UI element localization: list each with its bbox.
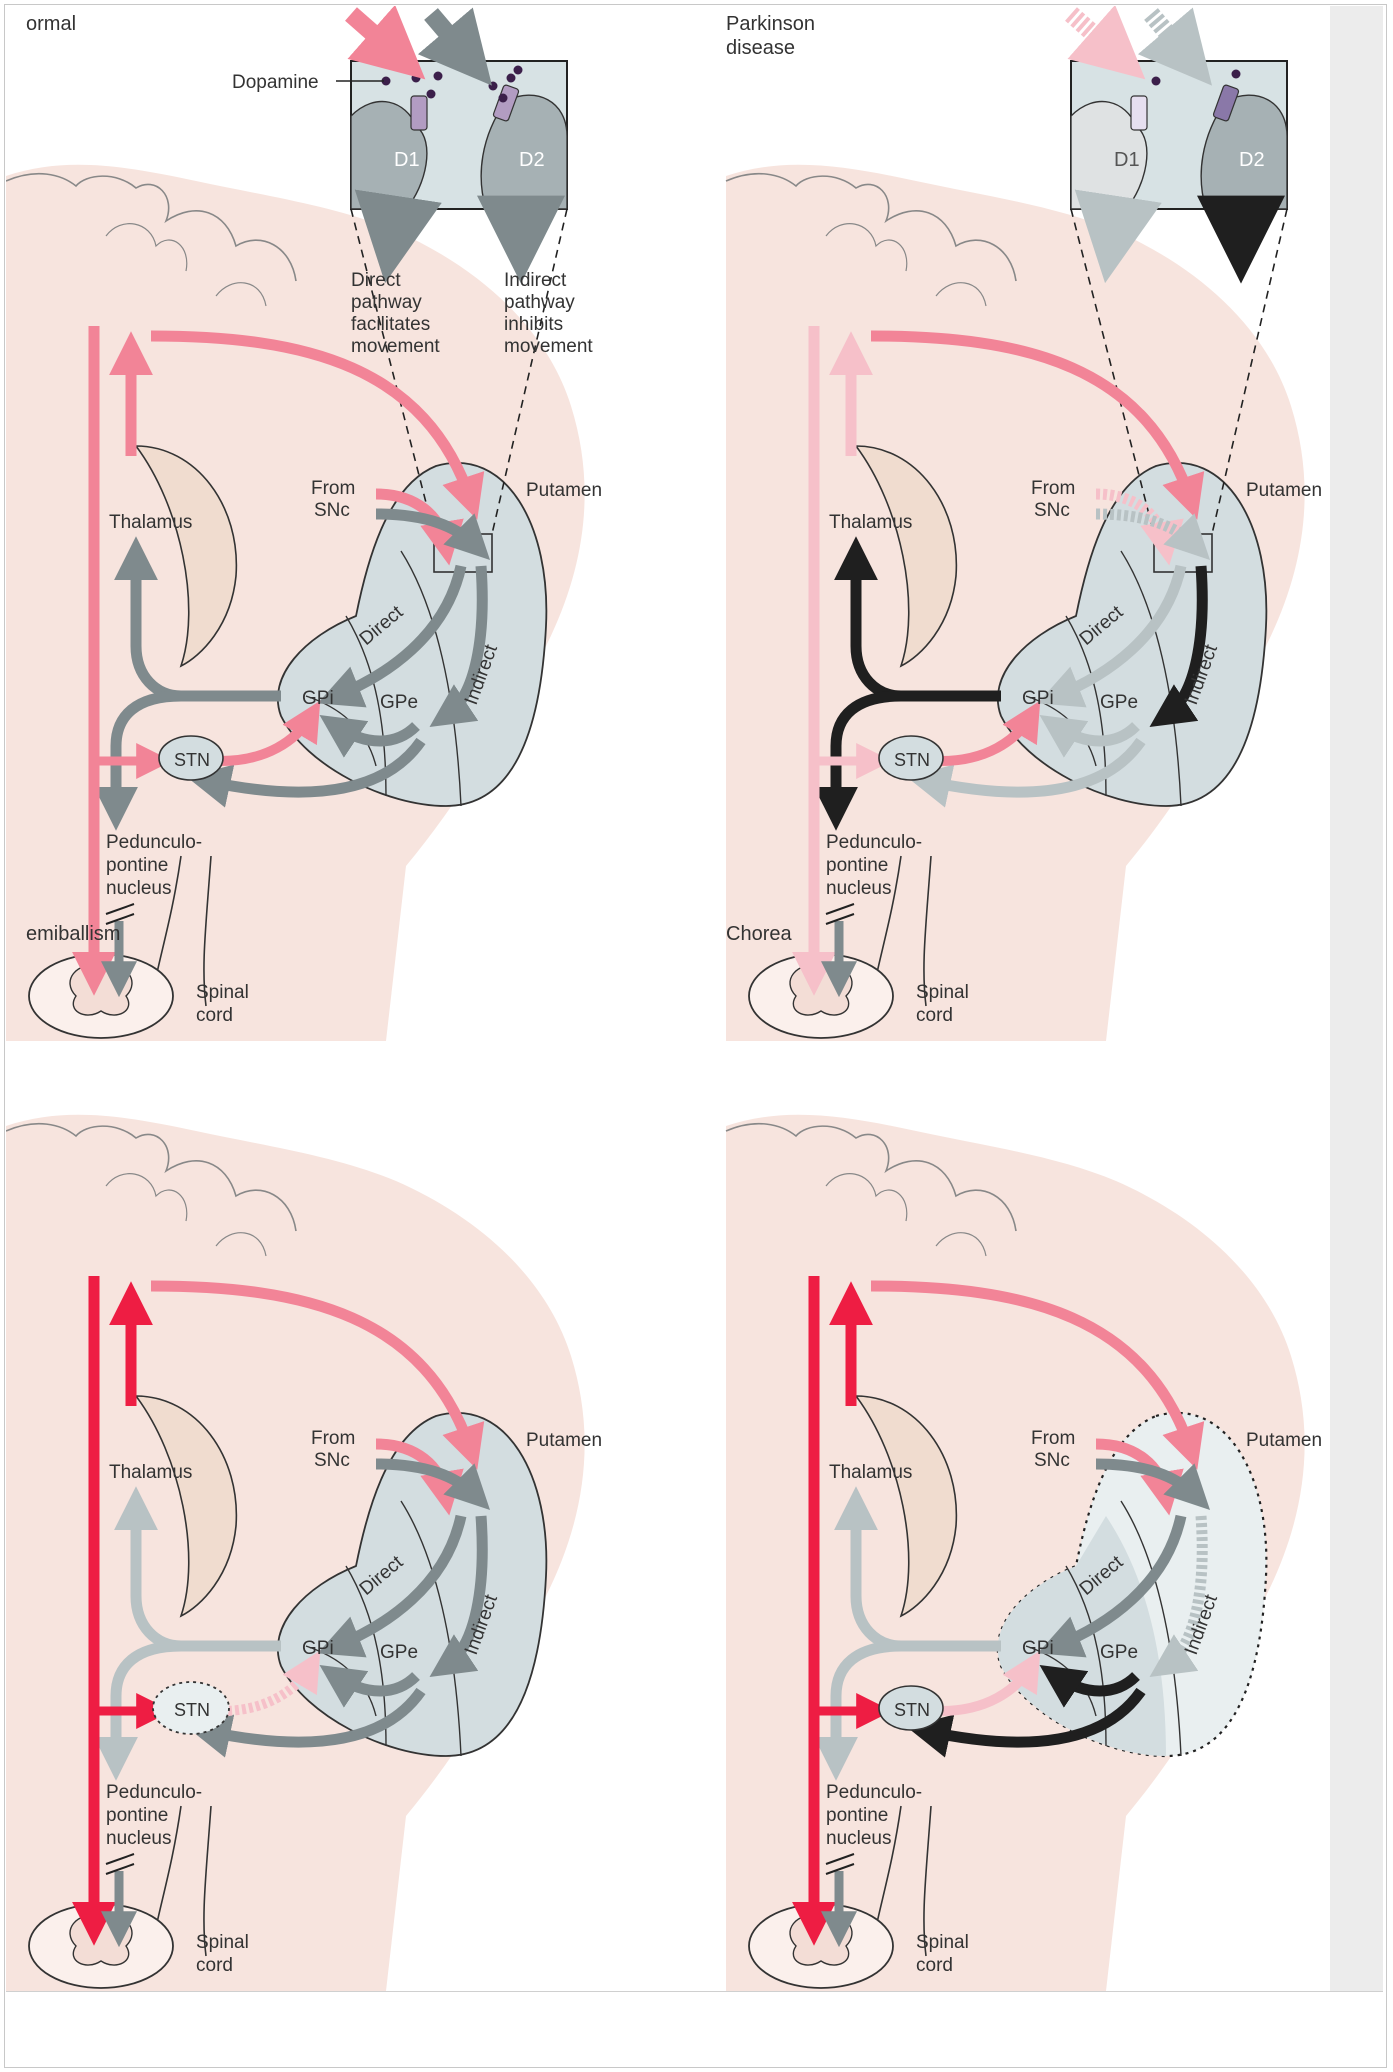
putamen-label-hb: Putamen xyxy=(526,1430,602,1451)
gpi-label: GPi xyxy=(302,688,334,709)
thalamus-label-ch: Thalamus xyxy=(829,1462,912,1483)
svg-text:pathway: pathway xyxy=(504,292,575,313)
svg-text:cord: cord xyxy=(916,1005,953,1026)
stn-label: STN xyxy=(174,750,210,770)
from-label-ch: From xyxy=(1031,1428,1075,1449)
svg-text:pontine: pontine xyxy=(826,855,888,876)
d1-label-pd: D1 xyxy=(1114,149,1140,171)
gpe-label-pd: GPe xyxy=(1100,692,1138,713)
from-label-pd: From xyxy=(1031,478,1075,499)
stn-label-pd: STN xyxy=(894,750,930,770)
stn-label-ch: STN xyxy=(894,1700,930,1720)
panel-title-hemiballism: emiballism xyxy=(26,923,120,945)
svg-text:pontine: pontine xyxy=(826,1805,888,1826)
snc-label-pd: SNc xyxy=(1034,500,1070,521)
gpe-label-ch: GPe xyxy=(1100,1642,1138,1663)
svg-text:nucleus: nucleus xyxy=(826,1828,892,1849)
snc-label-hb: SNc xyxy=(314,1450,350,1471)
right-gutter xyxy=(1330,6,1383,1991)
snc-label: SNc xyxy=(314,500,350,521)
svg-text:pontine: pontine xyxy=(106,855,168,876)
panel-hemiballism: emiballism Putamen From SNc Thalamus Dir… xyxy=(6,923,602,1991)
dopamine-label: Dopamine xyxy=(232,72,319,93)
gpi-label-ch: GPi xyxy=(1022,1638,1054,1659)
svg-text:cord: cord xyxy=(196,1005,233,1026)
basal-ganglia-figure: D1 D2 Dopamine Direct pathway facilitate… xyxy=(6,6,1330,1991)
svg-text:nucleus: nucleus xyxy=(106,878,172,899)
thalamus-label: Thalamus xyxy=(109,512,192,533)
panel-title-parkinson-2: disease xyxy=(726,37,795,59)
d1-label: D1 xyxy=(394,149,420,171)
putamen-label: Putamen xyxy=(526,480,602,501)
gpe-label-hb: GPe xyxy=(380,1642,418,1663)
d2-label-pd: D2 xyxy=(1239,149,1265,171)
svg-text:Pedunculo-: Pedunculo- xyxy=(826,1782,922,1803)
svg-text:Direct: Direct xyxy=(351,270,401,291)
svg-text:cord: cord xyxy=(196,1955,233,1976)
svg-text:Pedunculo-: Pedunculo- xyxy=(106,1782,202,1803)
svg-text:movement: movement xyxy=(504,336,593,357)
putamen-label-pd: Putamen xyxy=(1246,480,1322,501)
indirect-pathway-caption: Indirect pathway inhibits movement xyxy=(504,270,593,357)
from-label-hb: From xyxy=(311,1428,355,1449)
snc-label-ch: SNc xyxy=(1034,1450,1070,1471)
svg-text:pathway: pathway xyxy=(351,292,422,313)
svg-text:Pedunculo-: Pedunculo- xyxy=(826,832,922,853)
gpi-label-pd: GPi xyxy=(1022,688,1054,709)
gpe-label: GPe xyxy=(380,692,418,713)
svg-text:Spinal: Spinal xyxy=(196,1932,249,1953)
svg-text:Spinal: Spinal xyxy=(916,1932,969,1953)
svg-text:Spinal: Spinal xyxy=(196,982,249,1003)
panel-parkinson: D1 D2 Parkinson disease Putamen From SNc xyxy=(726,13,1322,1041)
from-label: From xyxy=(311,478,355,499)
d2-label: D2 xyxy=(519,149,545,171)
svg-text:cord: cord xyxy=(916,1955,953,1976)
panel-title-parkinson-1: Parkinson xyxy=(726,13,815,35)
panel-normal: D1 D2 Dopamine Direct pathway facilitate… xyxy=(6,13,602,1041)
panel-title-normal: ormal xyxy=(26,13,76,35)
svg-text:Pedunculo-: Pedunculo- xyxy=(106,832,202,853)
footer-divider xyxy=(6,1991,1383,1992)
svg-text:nucleus: nucleus xyxy=(826,878,892,899)
panel-title-chorea: Chorea xyxy=(726,923,792,945)
putamen-label-ch: Putamen xyxy=(1246,1430,1322,1451)
figure-area: D1 D2 Dopamine Direct pathway facilitate… xyxy=(6,6,1330,1991)
svg-text:nucleus: nucleus xyxy=(106,1828,172,1849)
panel-chorea: Chorea Putamen From SNc Thalamus Direct … xyxy=(726,923,1322,1991)
svg-text:inhibits: inhibits xyxy=(504,314,563,335)
svg-text:movement: movement xyxy=(351,336,440,357)
svg-text:Spinal: Spinal xyxy=(916,982,969,1003)
gpi-label-hb: GPi xyxy=(302,1638,334,1659)
svg-text:pontine: pontine xyxy=(106,1805,168,1826)
svg-text:facilitates: facilitates xyxy=(351,314,430,335)
thalamus-label-hb: Thalamus xyxy=(109,1462,192,1483)
thalamus-label-pd: Thalamus xyxy=(829,512,912,533)
stn-label-hb: STN xyxy=(174,1700,210,1720)
svg-text:Indirect: Indirect xyxy=(504,270,567,291)
